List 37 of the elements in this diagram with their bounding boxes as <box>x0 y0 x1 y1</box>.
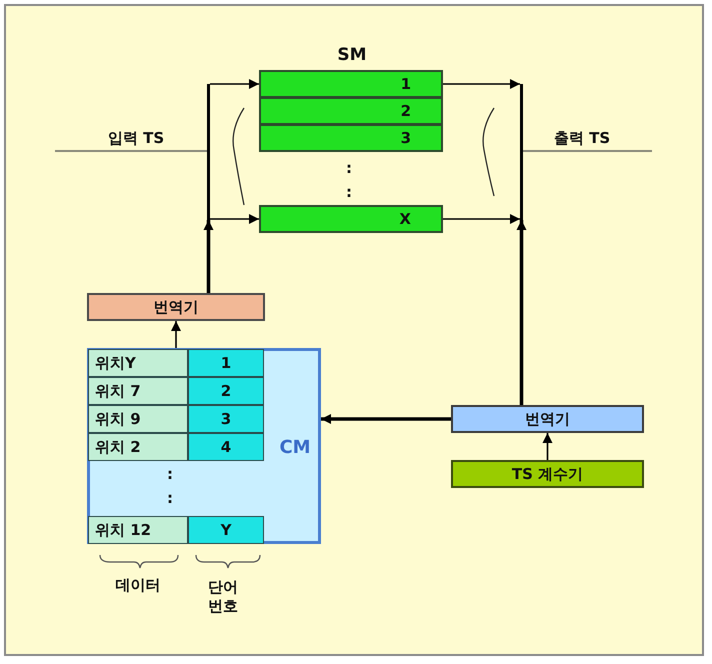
location-cell: 위치Y <box>88 349 188 377</box>
word-number-cell: Y <box>188 516 264 544</box>
switch-bar <box>207 84 210 220</box>
ellipsis: : <box>166 464 174 484</box>
location-cell: 위치 2 <box>88 433 188 461</box>
memory-slot: 2 <box>259 97 443 125</box>
location-cell: 위치 7 <box>88 377 188 405</box>
column-caption: 단어 번호 <box>207 577 239 617</box>
arrow <box>443 214 520 224</box>
arrow <box>321 414 451 424</box>
switch-bar <box>520 84 523 220</box>
word-number-cell: 3 <box>188 405 264 433</box>
translator-box: 번역기 <box>87 293 265 321</box>
arrow <box>542 433 552 460</box>
word-number-cell: 1 <box>188 349 264 377</box>
output-label: 출력 TS <box>552 128 612 149</box>
ellipsis: : <box>345 182 353 202</box>
memory-slot: X <box>259 205 443 233</box>
location-cell: 위치 12 <box>88 516 188 544</box>
arrow <box>516 220 526 405</box>
column-caption: 데이터 <box>114 574 162 596</box>
ellipsis: : <box>345 158 353 178</box>
counter-box: TS 계수기 <box>451 460 644 488</box>
arrow <box>443 79 520 89</box>
word-number-cell: 4 <box>188 433 264 461</box>
arrow <box>204 220 214 293</box>
word-number-cell: 2 <box>188 377 264 405</box>
arrow <box>171 321 181 348</box>
input-label: 입력 TS <box>106 128 166 149</box>
translator-box: 번역기 <box>451 405 644 433</box>
memory-slot: 3 <box>259 124 443 152</box>
location-cell: 위치 9 <box>88 405 188 433</box>
memory-slot: 1 <box>259 70 443 98</box>
memory-title: SM <box>336 44 368 68</box>
arrow <box>210 79 259 89</box>
arrow <box>210 214 259 224</box>
ellipsis: : <box>166 488 174 508</box>
